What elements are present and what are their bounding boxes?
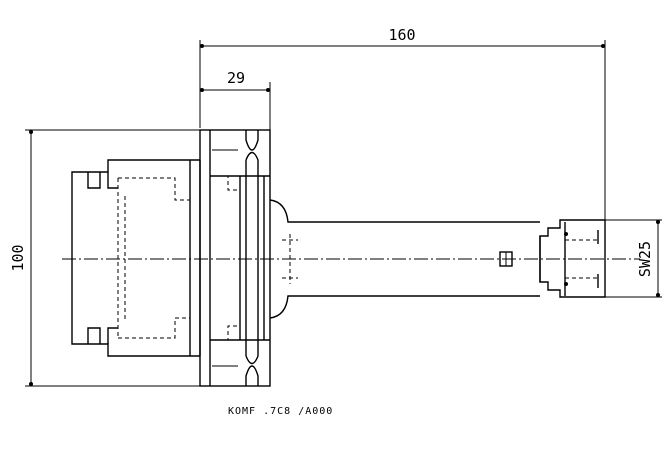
holder-shank (269, 199, 540, 319)
dimension-overall-length: 160 (199, 26, 606, 230)
part-code-caption: KOMF .7C8 /A000 (228, 406, 333, 417)
dimension-wrench-size: SW25 (600, 219, 662, 298)
holder-flange (199, 129, 271, 387)
holder-body (71, 159, 201, 357)
dimension-label-100: 100 (9, 244, 27, 271)
dimension-label-29: 29 (227, 69, 245, 87)
dimension-body-diameter: 100 (9, 129, 200, 387)
dimension-label-sw25: SW25 (636, 241, 654, 277)
dimension-flange-width: 29 (200, 69, 271, 132)
collet-nut (539, 219, 606, 298)
dimension-label-160: 160 (388, 26, 415, 44)
